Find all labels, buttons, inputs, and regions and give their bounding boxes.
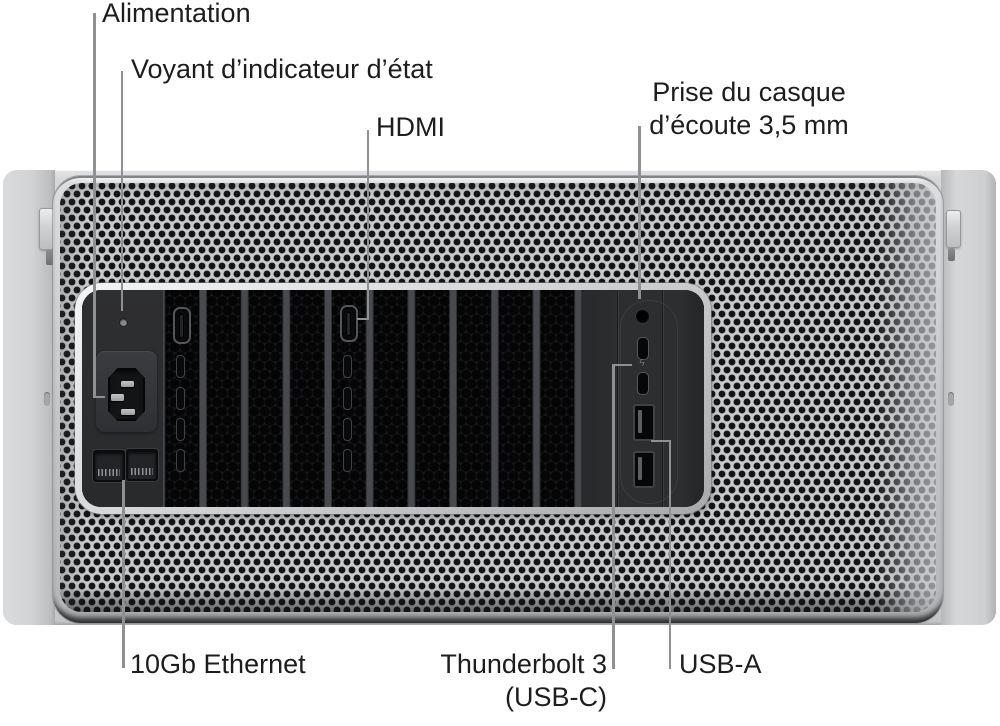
ethernet-port-1 (93, 450, 125, 482)
callout-label-headphone: Prise du casque d’écoute 3,5 mm (626, 76, 872, 142)
callout-line-thunderbolt (612, 363, 615, 669)
callout-line-hdmi (366, 130, 369, 320)
io-panel: ϟ (82, 290, 704, 507)
thunderbolt-icon: ϟ (639, 358, 645, 369)
callout-label-thunderbolt-line1: Thunderbolt 3 (440, 649, 607, 679)
vent-slot (176, 418, 185, 441)
callout-line-power-tip (93, 395, 105, 398)
ethernet-pins-icon (98, 469, 120, 476)
callout-label-status-light: Voyant d’indicateur d’état (131, 54, 433, 84)
right-latch-hook (948, 248, 955, 261)
callout-line-headphone (638, 126, 641, 299)
pcie-slot-area (163, 290, 582, 507)
callout-label-thunderbolt-line2: (USB-C) (505, 682, 607, 712)
thunderbolt-port-2 (637, 372, 649, 395)
usb-a-port-1 (633, 404, 655, 441)
callout-line-hdmi-tip (357, 317, 369, 320)
hdmi-port-1 (173, 307, 191, 344)
callout-line-usb-a-tip (651, 439, 671, 442)
io-bracket-outline (620, 300, 678, 504)
callout-line-usb-a (668, 439, 671, 669)
callout-label-usb-a: USB-A (679, 649, 762, 679)
usb-a-port-2 (633, 451, 655, 488)
callout-label-power: Alimentation (102, 0, 251, 28)
left-latch-hook (46, 250, 54, 265)
vent-slot (176, 355, 185, 378)
callout-label-headphone-line2: d’écoute 3,5 mm (649, 110, 849, 140)
callout-label-thunderbolt: Thunderbolt 3 (USB-C) (395, 648, 607, 714)
callout-line-power (93, 13, 96, 398)
power-pin-top (121, 381, 134, 387)
io-seam-right (662, 290, 664, 507)
headphone-jack (634, 308, 651, 325)
power-pin-bottom (121, 409, 135, 415)
callout-line-ethernet (122, 480, 125, 668)
power-pin-middle (111, 394, 124, 401)
callout-line-status-light (120, 71, 123, 311)
vent-slot (343, 387, 352, 410)
ethernet-pins-icon (131, 468, 153, 475)
vent-slot (343, 449, 352, 472)
ethernet-port-2 (126, 449, 158, 481)
io-seam-left (617, 290, 619, 507)
callout-label-hdmi: HDMI (376, 112, 445, 142)
vent-slot (343, 418, 352, 441)
left-latch (39, 208, 54, 250)
hdmi-port-2 (340, 305, 358, 342)
callout-line-thunderbolt-tip (612, 363, 632, 366)
vent-slot (176, 449, 185, 472)
vent-slot (343, 355, 352, 378)
thunderbolt-port-1 (637, 337, 649, 360)
right-latch (946, 210, 961, 248)
vent-slot (176, 387, 185, 410)
callout-label-ethernet: 10Gb Ethernet (130, 649, 306, 679)
left-side-pin (44, 392, 50, 406)
status-indicator-light (120, 319, 127, 326)
right-side-pin (948, 392, 954, 406)
callout-label-headphone-line1: Prise du casque (652, 77, 846, 107)
